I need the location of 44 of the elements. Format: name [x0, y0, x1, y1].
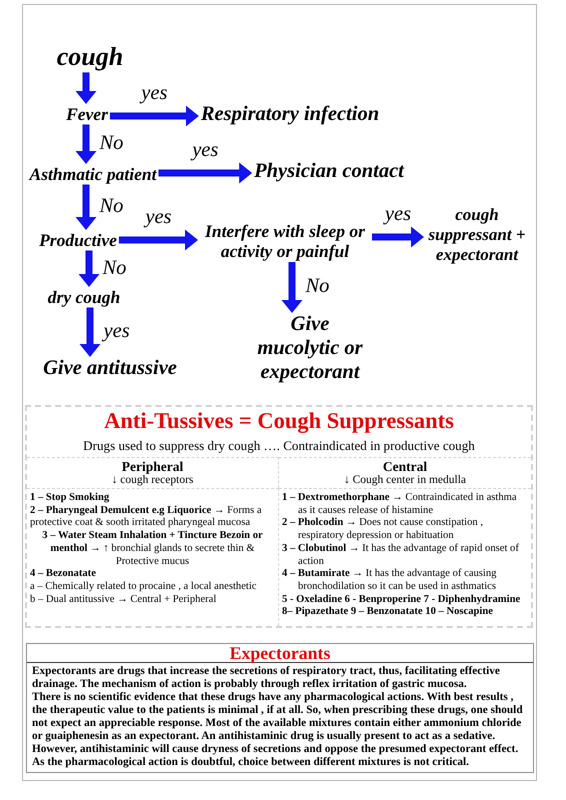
column-heading: Central — [382, 459, 428, 474]
block-arrow — [76, 124, 96, 164]
list-item: 4 – Bezonatate — [30, 568, 96, 581]
list-item: 2 – Pholcodin → Does not cause constipation , respiratory depression or habituation — [282, 517, 484, 543]
block-arrow — [110, 106, 199, 126]
outcome-text: Respiratory infection — [200, 103, 380, 127]
outcome-text: Give antitussive — [42, 357, 178, 381]
list-item: 4 – Butamirate → It has the advantage of causing bronchodilation so it can be used in asthmatics — [282, 568, 498, 594]
block-arrow — [76, 184, 96, 230]
question-text: Interfere with sleep or activity or painful — [204, 221, 366, 262]
block-arrow — [372, 226, 424, 248]
outcome-text: cough suppressant + expectorant — [427, 205, 527, 265]
column-subheading: ↓ cough receptors — [112, 474, 194, 487]
question-text: dry cough — [46, 287, 122, 308]
paragraph: As the pharmacological action is doubtful, choice between different mixtures is not critical. — [32, 756, 469, 769]
list-item: 1 – Stop Smoking — [30, 492, 110, 505]
paragraph: However, antihistaminic will cause dryness of secretions and oppose the presumed expectorant effect. — [32, 743, 518, 756]
list-item: 8– Pipazethate 9 – Benzonatate 10 – Noscapine — [282, 606, 493, 620]
question-text: Fever — [65, 104, 109, 124]
block-arrow — [158, 162, 252, 184]
list-item: b – Dual antitussive → Central + Peripheral — [30, 594, 216, 606]
list-item: 2 – Pharyngeal Demulcent e.g Liquorice → Forms a protective coat & sooth irritated pharyngeal mucosa — [30, 504, 263, 530]
block-arrow — [118, 230, 198, 250]
panel-title: Anti-Tussives = Cough Suppressants — [104, 408, 454, 433]
block-arrow — [78, 250, 100, 287]
list-item: 3 – Clobutinol → It has the advantage of rapid onset of action — [282, 542, 520, 568]
list-item: 5 - Oxeladine 6 - Benproperine 7 - Diphenhydramine — [282, 594, 520, 606]
list-item: 1 – Dextromethorphane → Contraindicated in asthma as it causes release of histamine — [282, 492, 518, 518]
paragraph: There is no scientific evidence that these drugs have any pharmacological actions. With best results , the therapeutic value to the patients is minimal , if at all. So, when prescribing these drugs, one should not expect an appreciable response. Most of the available mixtures contain either ammonium chloride or guaiphenesin as an expectorant. An antihistaminic drug is usually present to act as a sedative. — [32, 691, 524, 743]
outcome-text: Physician contact — [253, 160, 406, 184]
list-item: 3 – Water Steam Inhalation + Tincture Bezoin or menthol → ↑ bronchial glands to secrete thin & Protective mucus — [41, 530, 264, 568]
block-arrow — [80, 307, 100, 357]
outcome-text: Give mucolytic or expectorant — [256, 313, 364, 385]
question-text: Productive — [38, 230, 118, 250]
panel-subtitle: Drugs used to suppress dry cough …. Contraindicated in productive cough — [83, 438, 475, 454]
start-term: cough — [56, 42, 124, 72]
column-heading: Peripheral — [122, 459, 184, 474]
list-item: a – Chemically related to procaine , a local anesthetic — [30, 580, 256, 594]
column-subheading: ↓ Cough center in medulla — [344, 474, 466, 487]
block-arrow — [76, 72, 96, 104]
paragraph: Expectorants are drugs that increase the secretions of respiratory tract, thus, facilitating effective drainage. The mechanism of action is probably through reflex irritation of gastric mucosa. — [32, 665, 501, 691]
panel-title: Expectorants — [230, 644, 330, 662]
question-text: Asthmatic patient — [28, 164, 158, 184]
block-arrow — [282, 262, 302, 313]
